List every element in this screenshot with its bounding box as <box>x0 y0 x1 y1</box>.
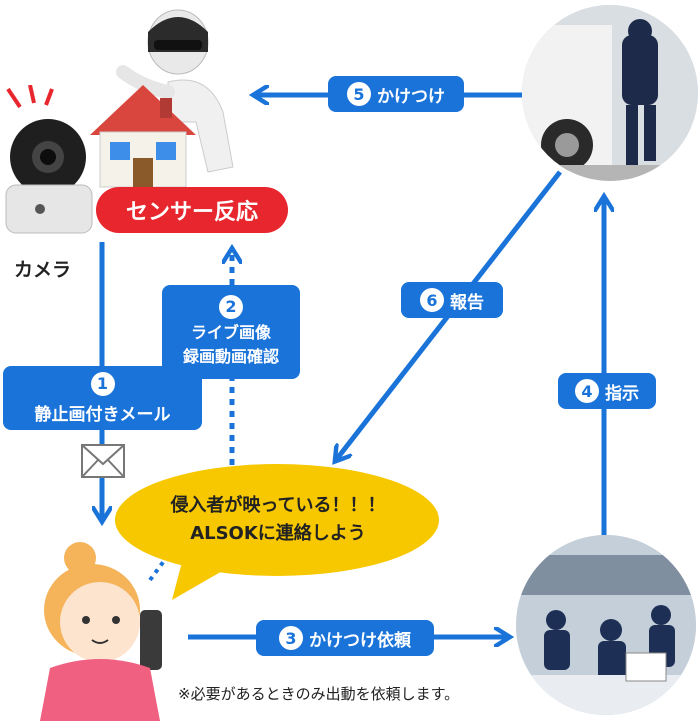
speech-line-2: ALSOKに連絡しよう <box>190 523 366 544</box>
step-6-label: 6 報告 <box>401 282 503 318</box>
security-guard-photo <box>522 5 698 181</box>
speech-bubble-shape <box>115 464 439 600</box>
step-3-label: 3 かけつけ依頼 <box>256 620 434 656</box>
step-4-label: 4 指示 <box>558 373 656 409</box>
step-2-text-line2: 録画動画確認 <box>182 347 279 366</box>
step-1-number: 1 <box>90 371 115 396</box>
step-5-label: 5 かけつけ <box>328 76 464 112</box>
step-4-text: 指示 <box>605 383 639 404</box>
step-6-number: 6 <box>420 288 444 312</box>
step-5-text: かけつけ <box>377 86 445 107</box>
camera-illustration <box>5 85 93 234</box>
step-6-text: 報告 <box>450 292 484 313</box>
step-5-number: 5 <box>347 82 371 106</box>
woman-on-phone-illustration <box>40 542 162 721</box>
speech-bubble-text: 侵入者が映っている！！！ ALSOKに連絡しよう <box>120 492 436 548</box>
speech-line-1: 侵入者が映っている！！！ <box>170 495 386 516</box>
step-2-number: 2 <box>219 295 243 319</box>
camera-label: カメラ <box>14 259 72 281</box>
footnote: ※必要があるときのみ出動を依頼します。 <box>178 685 460 703</box>
mail-icon <box>81 444 125 478</box>
house-illustration <box>90 85 196 188</box>
sensor-reaction-label: センサー反応 <box>96 187 288 233</box>
step-2-label: 2 ライブ画像 録画動画確認 <box>162 285 300 379</box>
step-2-text-line1: ライブ画像 <box>190 323 271 342</box>
control-center-photo <box>516 535 696 715</box>
step-4-number: 4 <box>575 379 599 403</box>
burglar-illustration <box>116 9 234 173</box>
step-1-text: 静止画付きメール <box>34 404 171 425</box>
step-3-text: かけつけ依頼 <box>309 630 411 651</box>
bubble-dots <box>148 548 174 582</box>
step-3-number: 3 <box>279 626 303 650</box>
